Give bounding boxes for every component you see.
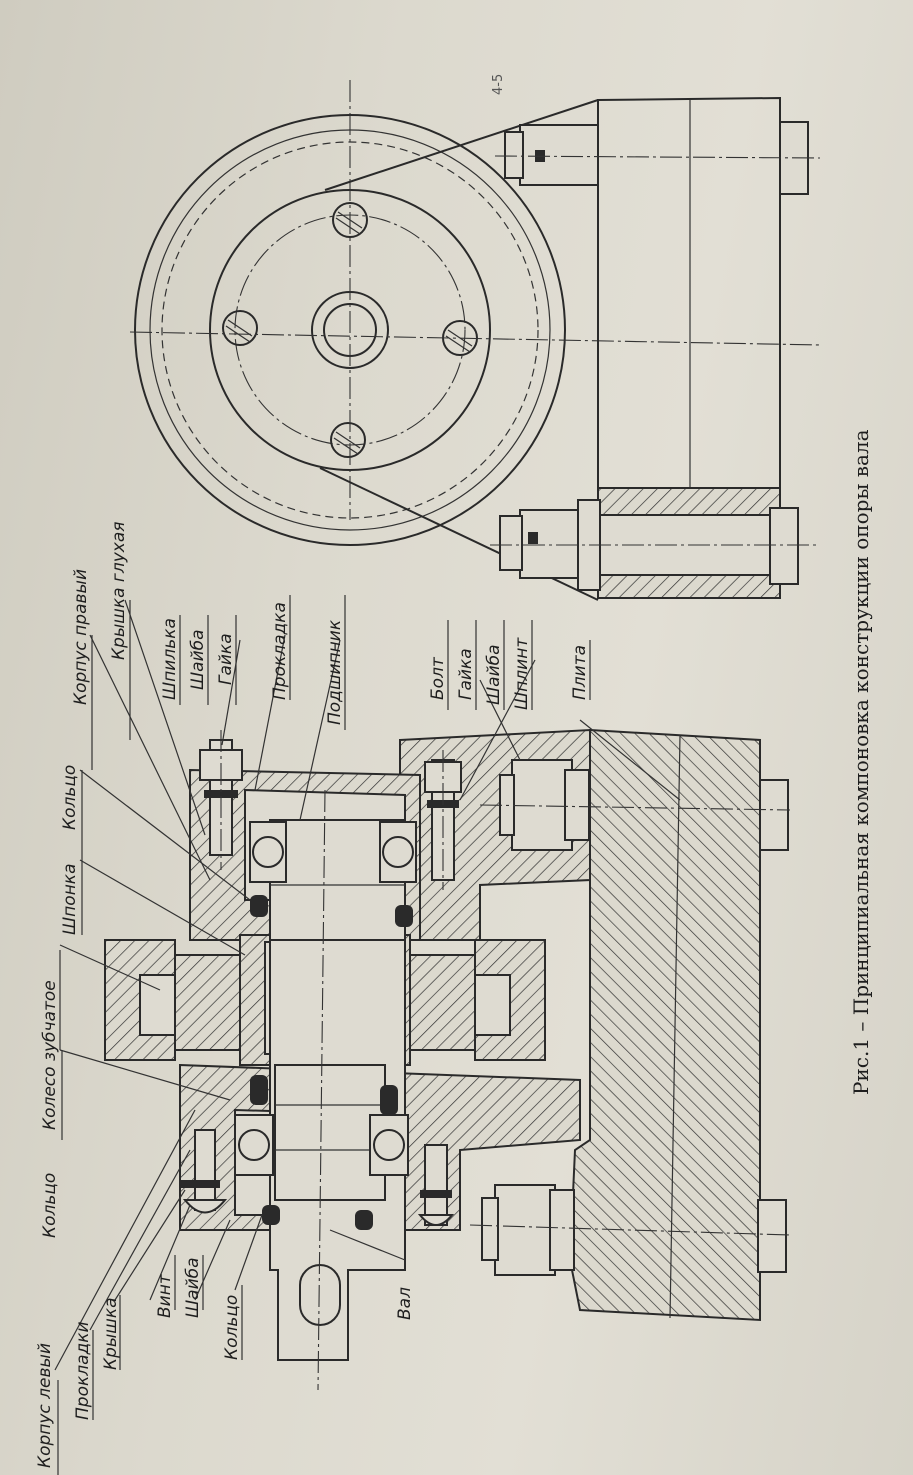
label-shpilka: Шпилька [160,618,180,700]
seal-rings [250,895,413,1230]
bearings [234,821,417,1176]
label-shaiba-left: Шайба [183,1257,203,1318]
base-plate [568,728,761,1322]
label-kryshka-glukhaya: Крышка глухая [109,522,129,661]
fasteners [180,730,791,1276]
label-shponka: Шпонка [60,864,80,936]
end-view: 4-5 [129,74,821,601]
label-korpus-pravyi: Корпус правый [71,569,91,705]
label-prokladka: Прокладка [270,602,290,700]
label-shaiba-bolt: Шайба [484,644,504,705]
label-korpus-levyi: Корпус левый [35,1343,55,1468]
screw-heads [222,202,478,458]
label-koltso-left: Кольцо [40,1173,60,1238]
label-gaika-top: Гайка [216,633,236,685]
label-val: Вал [395,1287,415,1320]
label-gaika-bolt: Гайка [456,648,476,700]
label-vint: Винт [155,1273,175,1318]
label-bolt: Болт [428,656,448,700]
part-labels: Корпус левый Прокладки Крышка Винт Шайба… [35,522,590,1469]
label-podshipnik: Подшипник [325,619,345,725]
label-kryshka: Крышка [101,1297,121,1370]
label-koltso-bottom: Кольцо [222,1295,242,1360]
label-plita: Плита [570,645,590,700]
leader-lines [54,599,681,1371]
label-prokladki: Прокладки [73,1321,93,1420]
label-shplint: Шплинт [512,637,532,710]
label-koltso-right: Кольцо [60,765,80,830]
label-koleso-zubchatoe: Колесо зубчатое [40,980,60,1130]
figure-caption: Рис.1 – Принципиальная компоновка констр… [849,429,873,1095]
label-underlines [57,595,591,1475]
section-view [54,595,791,1475]
label-shaiba-top: Шайба [188,629,208,690]
corner-mark: 4-5 [491,74,506,95]
